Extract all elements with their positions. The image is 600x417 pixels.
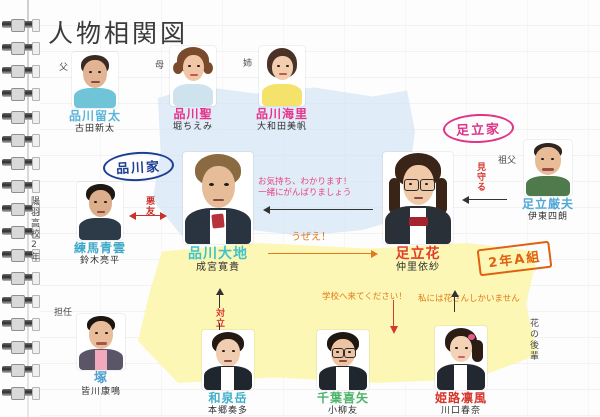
arrow-tairitsu-up bbox=[216, 288, 224, 308]
photo-hana bbox=[383, 152, 453, 244]
actor-name-mother: 堀ちえみ bbox=[172, 121, 213, 132]
binding-ring bbox=[2, 179, 40, 193]
binding-ring bbox=[2, 87, 40, 101]
role-label-mother: 母 bbox=[155, 61, 165, 71]
person-card-sister[interactable]: 品川海里 大和田美帆 bbox=[246, 46, 318, 133]
character-name-hana: 足立花 bbox=[395, 246, 441, 262]
binding-ring bbox=[2, 386, 40, 400]
binding-ring bbox=[2, 317, 40, 331]
role-label-father: 父 bbox=[59, 63, 69, 73]
person-card-teacher[interactable]: 塚 皆川康鳴 bbox=[62, 314, 140, 398]
quote-daichi-to-hana: うぜえ！ bbox=[291, 232, 331, 243]
person-card-hana[interactable]: 足立花 仲里依紗 bbox=[372, 152, 464, 274]
actor-name-daichi: 成宮寛貴 bbox=[196, 262, 240, 274]
photo-grandpa bbox=[524, 140, 572, 196]
actor-name-chiba: 小柳友 bbox=[327, 405, 358, 416]
person-card-friend[interactable]: 練馬青雲 鈴木亮平 bbox=[62, 182, 138, 267]
photo-father bbox=[72, 52, 118, 108]
binding-ring bbox=[2, 133, 40, 147]
character-name-sister: 品川海里 bbox=[255, 107, 308, 121]
photo-sister bbox=[259, 46, 305, 106]
person-card-daichi[interactable]: 品川大地 成宮寛貴 bbox=[172, 152, 264, 274]
person-card-himeji[interactable]: 姫路凛風 川口春奈 bbox=[418, 326, 504, 417]
quote-line-2: 一緒にがんばりましょう bbox=[258, 188, 352, 199]
photo-chiba bbox=[317, 330, 369, 390]
binding-ring bbox=[2, 64, 40, 78]
page-title: 人物相関図 bbox=[48, 19, 189, 48]
quote-hana-to-daichi: お気持ち、わかります！ 一緒にがんばりましょう bbox=[258, 177, 352, 200]
role-label-grandpa: 祖父 bbox=[498, 156, 517, 166]
binding-ring bbox=[2, 202, 40, 216]
actor-name-father: 古田新太 bbox=[74, 123, 115, 134]
arrow-akuyu bbox=[129, 212, 167, 220]
person-card-mother[interactable]: 品川聖 堀ちえみ bbox=[158, 46, 228, 133]
actor-name-himeji: 川口春奈 bbox=[440, 405, 481, 416]
photo-teacher bbox=[77, 314, 125, 370]
binding-ring bbox=[2, 294, 40, 308]
person-card-chiba[interactable]: 千葉喜矢 小柳友 bbox=[300, 330, 386, 417]
actor-name-sister: 大和田美帆 bbox=[256, 121, 307, 132]
binding-ring bbox=[2, 18, 40, 32]
binding-ring bbox=[2, 271, 40, 285]
arrow-to-school bbox=[390, 300, 398, 334]
character-name-friend: 練馬青雲 bbox=[73, 241, 126, 255]
character-name-daichi: 品川大地 bbox=[188, 246, 248, 262]
binding-ring bbox=[2, 248, 40, 262]
actor-name-izumi: 本郷奏多 bbox=[207, 405, 248, 416]
arrow-hana-to-daichi bbox=[263, 206, 373, 214]
photo-mother bbox=[170, 46, 216, 106]
photo-himeji bbox=[435, 326, 487, 390]
binding-ring bbox=[2, 340, 40, 354]
relation-label-mimamoru: 見守る bbox=[475, 162, 485, 192]
actor-name-hana: 仲里依紗 bbox=[396, 262, 440, 274]
arrow-mimamoru bbox=[462, 196, 507, 204]
quote-only-hana: 私には花さんしかいません bbox=[418, 294, 520, 304]
photo-friend bbox=[77, 182, 123, 240]
character-name-grandpa: 足立厳夫 bbox=[521, 197, 574, 211]
binding-ring bbox=[2, 156, 40, 170]
character-name-himeji: 姫路凛風 bbox=[434, 391, 487, 405]
person-card-father[interactable]: 品川留太 古田新太 bbox=[61, 52, 129, 135]
role-label-teacher: 担任 bbox=[54, 308, 73, 318]
photo-izumi bbox=[202, 330, 254, 390]
photo-daichi bbox=[183, 152, 253, 244]
spiral-binding bbox=[0, 0, 40, 417]
binding-ring bbox=[2, 110, 40, 124]
person-card-grandpa[interactable]: 足立厳夫 伊東四朗 bbox=[512, 140, 584, 223]
character-name-chiba: 千葉喜矢 bbox=[316, 391, 369, 405]
arrow-only-hana bbox=[451, 290, 459, 312]
person-card-izumi[interactable]: 和泉岳 本郷奏多 bbox=[186, 330, 270, 417]
character-name-izumi: 和泉岳 bbox=[208, 391, 248, 405]
binding-ring bbox=[2, 363, 40, 377]
actor-name-friend: 鈴木亮平 bbox=[79, 255, 120, 266]
quote-to-school: 学校へ来てください！ bbox=[322, 292, 407, 302]
role-label-sister: 姉 bbox=[243, 59, 253, 69]
binding-ring bbox=[2, 225, 40, 239]
quote-line-1: お気持ち、わかります！ bbox=[258, 177, 352, 187]
character-name-father: 品川留太 bbox=[68, 109, 121, 123]
relation-label-tairitsu: 対立 bbox=[214, 308, 224, 328]
arrow-daichi-to-hana bbox=[268, 250, 378, 258]
actor-name-grandpa: 伊東四朗 bbox=[527, 211, 568, 222]
actor-name-teacher: 皆川康鳴 bbox=[80, 386, 121, 397]
junior-label: 花の後輩 bbox=[528, 318, 538, 362]
school-year-label: 陽羽高校2年 bbox=[29, 196, 39, 263]
binding-ring bbox=[2, 41, 40, 55]
character-name-mother: 品川聖 bbox=[173, 107, 213, 121]
relation-label-akuyu: 悪友 bbox=[144, 196, 154, 216]
character-name-teacher: 塚 bbox=[93, 371, 108, 386]
